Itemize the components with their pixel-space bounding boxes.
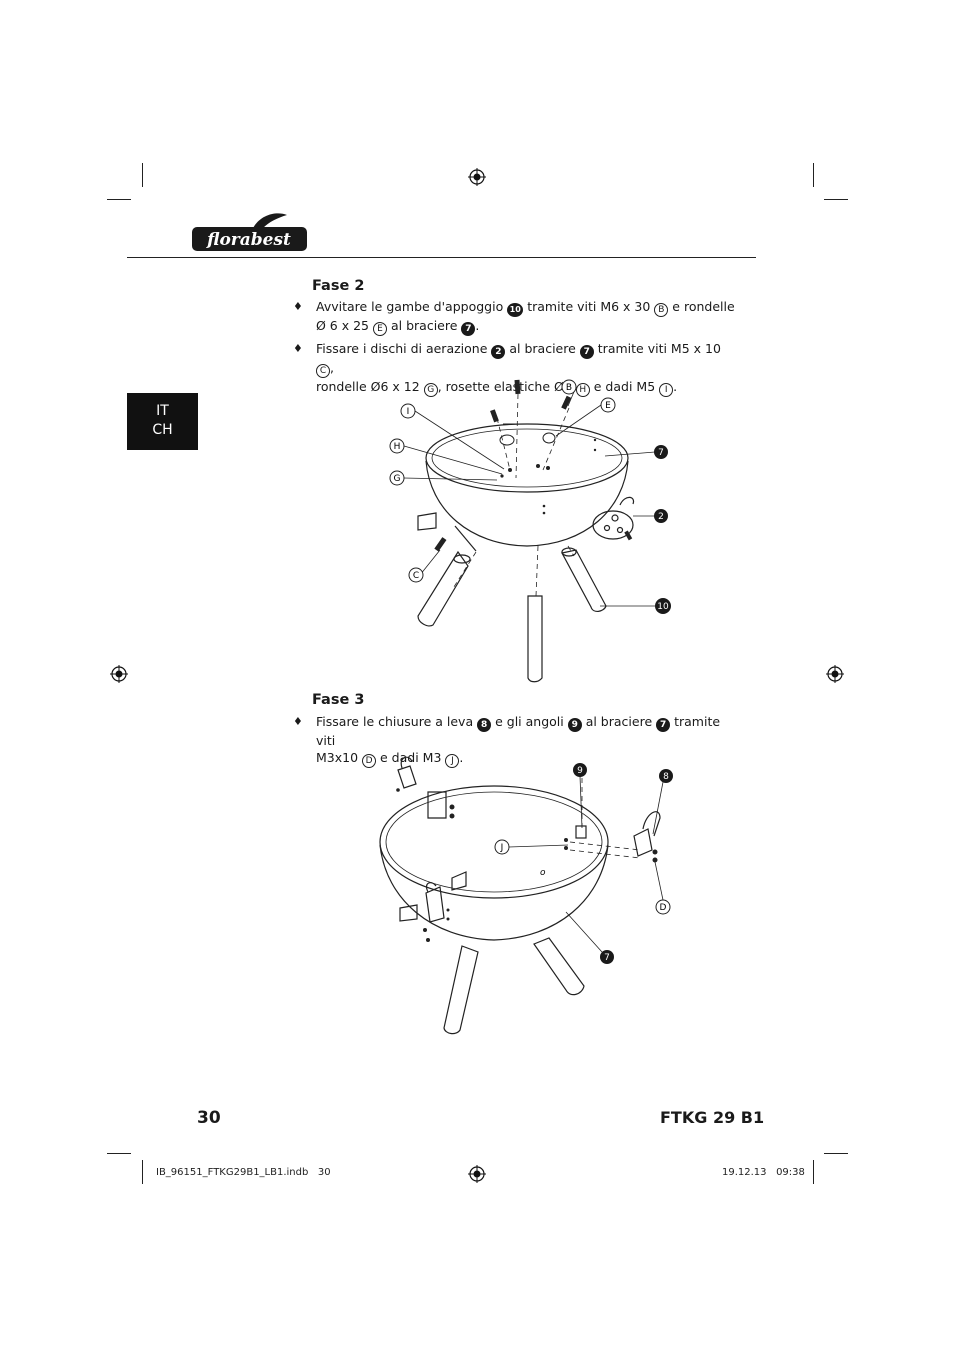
header-rule	[127, 257, 756, 258]
label-b: B	[566, 383, 572, 393]
registration-mark-icon	[468, 168, 486, 186]
ref-h: H	[575, 383, 590, 397]
label-10: 10	[657, 602, 669, 612]
bullet: ♦	[293, 715, 303, 728]
ref-i: I	[659, 383, 674, 397]
language-ch: CH	[152, 422, 173, 438]
label-8: 8	[663, 772, 669, 782]
ref-9: 9	[567, 718, 582, 732]
crop-mark	[142, 163, 143, 187]
fase3-assembly-diagram: o J D 9 8 7	[379, 756, 673, 1035]
fase2-title: Fase 2	[312, 278, 365, 294]
ref-8: 8	[477, 718, 492, 732]
crop-mark	[813, 163, 814, 187]
ref-b: B	[654, 303, 669, 317]
registration-mark-icon	[110, 665, 128, 683]
florabest-logo: florabest	[192, 213, 307, 251]
fase2-assembly-diagram: B E I H G C 7 2 10	[389, 379, 671, 683]
label-7: 7	[604, 953, 610, 963]
label-2: 2	[658, 512, 664, 522]
model-number: FTKG 29 B1	[660, 1108, 765, 1127]
bullet: ♦	[293, 342, 303, 355]
fase3-step1: Fissare le chiusure a leva 8 e gli angol…	[316, 714, 721, 768]
label-9: 9	[577, 766, 583, 776]
page-number: 30	[197, 1108, 221, 1128]
ref-e: E	[373, 322, 387, 336]
bullet: ♦	[293, 300, 303, 313]
label-g: G	[394, 474, 401, 484]
date-time: 19.12.13 09:38	[722, 1167, 805, 1178]
fase3-title: Fase 3	[312, 692, 365, 708]
label-d: D	[660, 903, 667, 913]
language-it: IT	[156, 403, 169, 419]
label-c: C	[413, 571, 419, 581]
language-tab: IT CH	[127, 393, 198, 450]
registration-mark-icon	[826, 665, 844, 683]
crop-mark	[824, 1153, 848, 1154]
ref-d: D	[362, 754, 377, 768]
ref-7: 7	[579, 345, 594, 359]
crop-mark	[107, 199, 131, 200]
label-h: H	[394, 442, 401, 452]
ref-7: 7	[461, 322, 476, 336]
ref-j: J	[445, 754, 460, 768]
ref-7: 7	[656, 718, 671, 732]
crop-mark	[142, 1160, 143, 1184]
registration-mark-icon	[468, 1165, 486, 1183]
label-j: J	[500, 843, 504, 853]
mark-o: o	[540, 868, 546, 878]
label-e: E	[605, 401, 611, 411]
crop-mark	[107, 1153, 131, 1154]
fase2-step2: Fissare i dischi di aerazione 2 al braci…	[316, 341, 721, 397]
ref-10: 10	[507, 303, 524, 317]
fase2-step1: Avvitare le gambe d'appoggio 10 tramite …	[316, 299, 735, 336]
crop-mark	[824, 199, 848, 200]
crop-mark	[813, 1160, 814, 1184]
file-info: IB_96151_FTKG29B1_LB1.indb 30	[156, 1167, 331, 1178]
logo-text: florabest	[206, 230, 291, 250]
ref-2: 2	[491, 345, 506, 359]
label-7: 7	[658, 448, 664, 458]
ref-g: G	[423, 383, 438, 397]
label-i: I	[407, 407, 410, 417]
